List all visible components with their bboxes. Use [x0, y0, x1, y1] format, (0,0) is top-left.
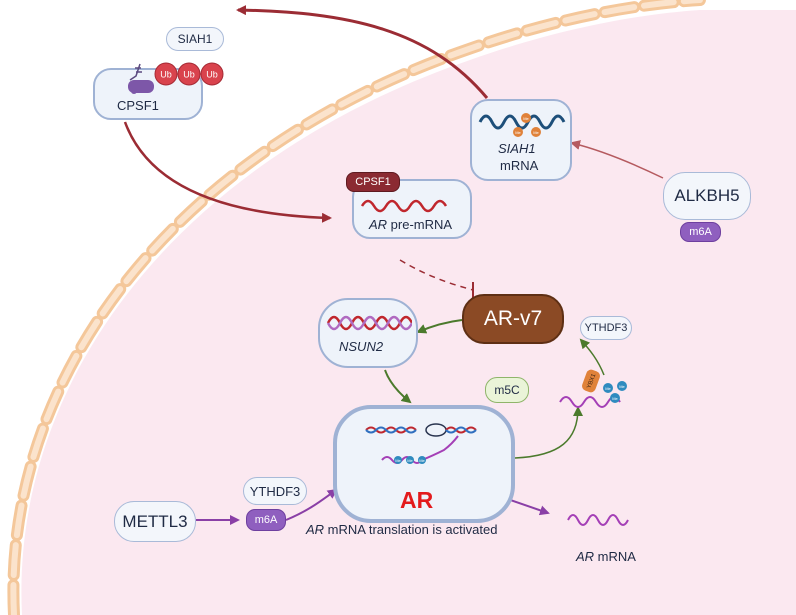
ub-tag-1: Ub — [160, 70, 172, 80]
ybx1-me-mark-3: Me — [612, 396, 618, 401]
ar-me-mark-1: Me — [395, 458, 401, 463]
ar-caption: AR mRNA translation is activated — [306, 522, 497, 537]
alkbh5-m6a-label: m6A — [689, 226, 712, 238]
m5c-node: m5C — [485, 377, 529, 403]
ythdf3-bottom-label: YTHDF3 — [249, 483, 301, 499]
alkbh5-node: ALKBH5 — [663, 172, 751, 220]
ub-chain: Ub Ub Ub — [154, 62, 224, 86]
siah1-me-mark-1: Me — [523, 116, 529, 121]
ar-mrna-label: AR mRNA — [576, 549, 636, 564]
m5c-label: m5C — [494, 383, 520, 397]
arv7-to-nsun2-arrow — [416, 319, 463, 334]
ar-me-mark-2: Me — [407, 458, 413, 463]
ar-pre-mrna-suffix: pre-mRNA — [387, 217, 453, 232]
ythdf3-top: YTHDF3 — [580, 316, 632, 340]
ybx1-mrna-icon: YBX1 Me Me Me — [559, 369, 627, 408]
siah1-mrna-suffix: mRNA — [500, 158, 539, 173]
nsun2-label: NSUN2 — [339, 339, 384, 354]
inhibition-line — [399, 259, 474, 291]
siah1-protein-label: SIAH1 — [177, 32, 213, 46]
mettl3-node: METTL3 — [114, 501, 196, 542]
ar-mrna-gene: AR — [576, 549, 595, 564]
ar-pre-mrna-gene: AR — [369, 217, 388, 232]
nsun2-box — [318, 298, 418, 368]
ar-label: AR — [400, 487, 434, 513]
cpsf1-tag-label: CPSF1 — [355, 176, 391, 188]
ar-v7-node: AR-v7 — [462, 294, 564, 344]
ythdf3-top-label: YTHDF3 — [584, 322, 628, 334]
ar-mrna-suffix: mRNA — [594, 549, 636, 564]
mettl3-label: METTL3 — [122, 511, 188, 531]
nsun2-to-ar-arrow — [384, 369, 412, 404]
cpsf1-protein-icon — [128, 63, 154, 94]
ar-v7-label: AR-v7 — [483, 307, 543, 330]
ybx1-label: YBX1 — [586, 372, 597, 389]
nsun2-dsrna-icon — [326, 315, 412, 331]
ybx1-me-mark-2: Me — [619, 384, 625, 389]
ythdf3-to-ar-arrow — [285, 488, 338, 521]
ybx1-me-mark-1: Me — [605, 386, 611, 391]
ythdf3-m6a-label: m6A — [254, 514, 278, 526]
alkbh5-to-siah1-arrow — [570, 140, 664, 179]
ar-to-ybx1-arrow — [514, 406, 583, 459]
ar-pre-mrna-wave-icon — [360, 199, 448, 213]
export-arrow — [236, 5, 489, 99]
siah1-me-mark-3: Me — [533, 130, 539, 135]
siah1-me-mark-2: Me — [515, 130, 521, 135]
alkbh5-m6a-tag: m6A — [680, 222, 721, 242]
alkbh5-label: ALKBH5 — [674, 186, 740, 205]
cpsf1-label: CPSF1 — [117, 98, 159, 113]
ar-caption-rest: mRNA translation is activated — [324, 522, 498, 537]
ar-mrna-wave-icon — [567, 514, 629, 526]
siah1-protein: SIAH1 — [166, 27, 224, 51]
cpsf1-to-pre-mrna-arrow — [123, 121, 332, 223]
ub-tag-3: Ub — [206, 70, 218, 80]
siah1-mrna-wave-icon: Me Me Me — [478, 113, 566, 137]
ybx1-to-arv7-arrow — [579, 338, 605, 376]
siah1-mrna-gene: SIAH1 — [498, 141, 536, 156]
ar-caption-gene: AR — [306, 522, 325, 537]
ar-dna-transcription-icon: Me Me Me — [365, 423, 477, 464]
ar-pre-mrna-label: AR pre-mRNA — [369, 217, 452, 232]
siah1-mrna-box — [470, 99, 572, 181]
ar-me-mark-3: Me — [419, 458, 425, 463]
ythdf3-m6a-tag: m6A — [246, 509, 286, 531]
ub-tag-2: Ub — [183, 70, 195, 80]
cpsf1-tag: CPSF1 — [346, 172, 400, 192]
ythdf3-bottom: YTHDF3 — [243, 477, 307, 505]
ar-box — [333, 405, 515, 523]
